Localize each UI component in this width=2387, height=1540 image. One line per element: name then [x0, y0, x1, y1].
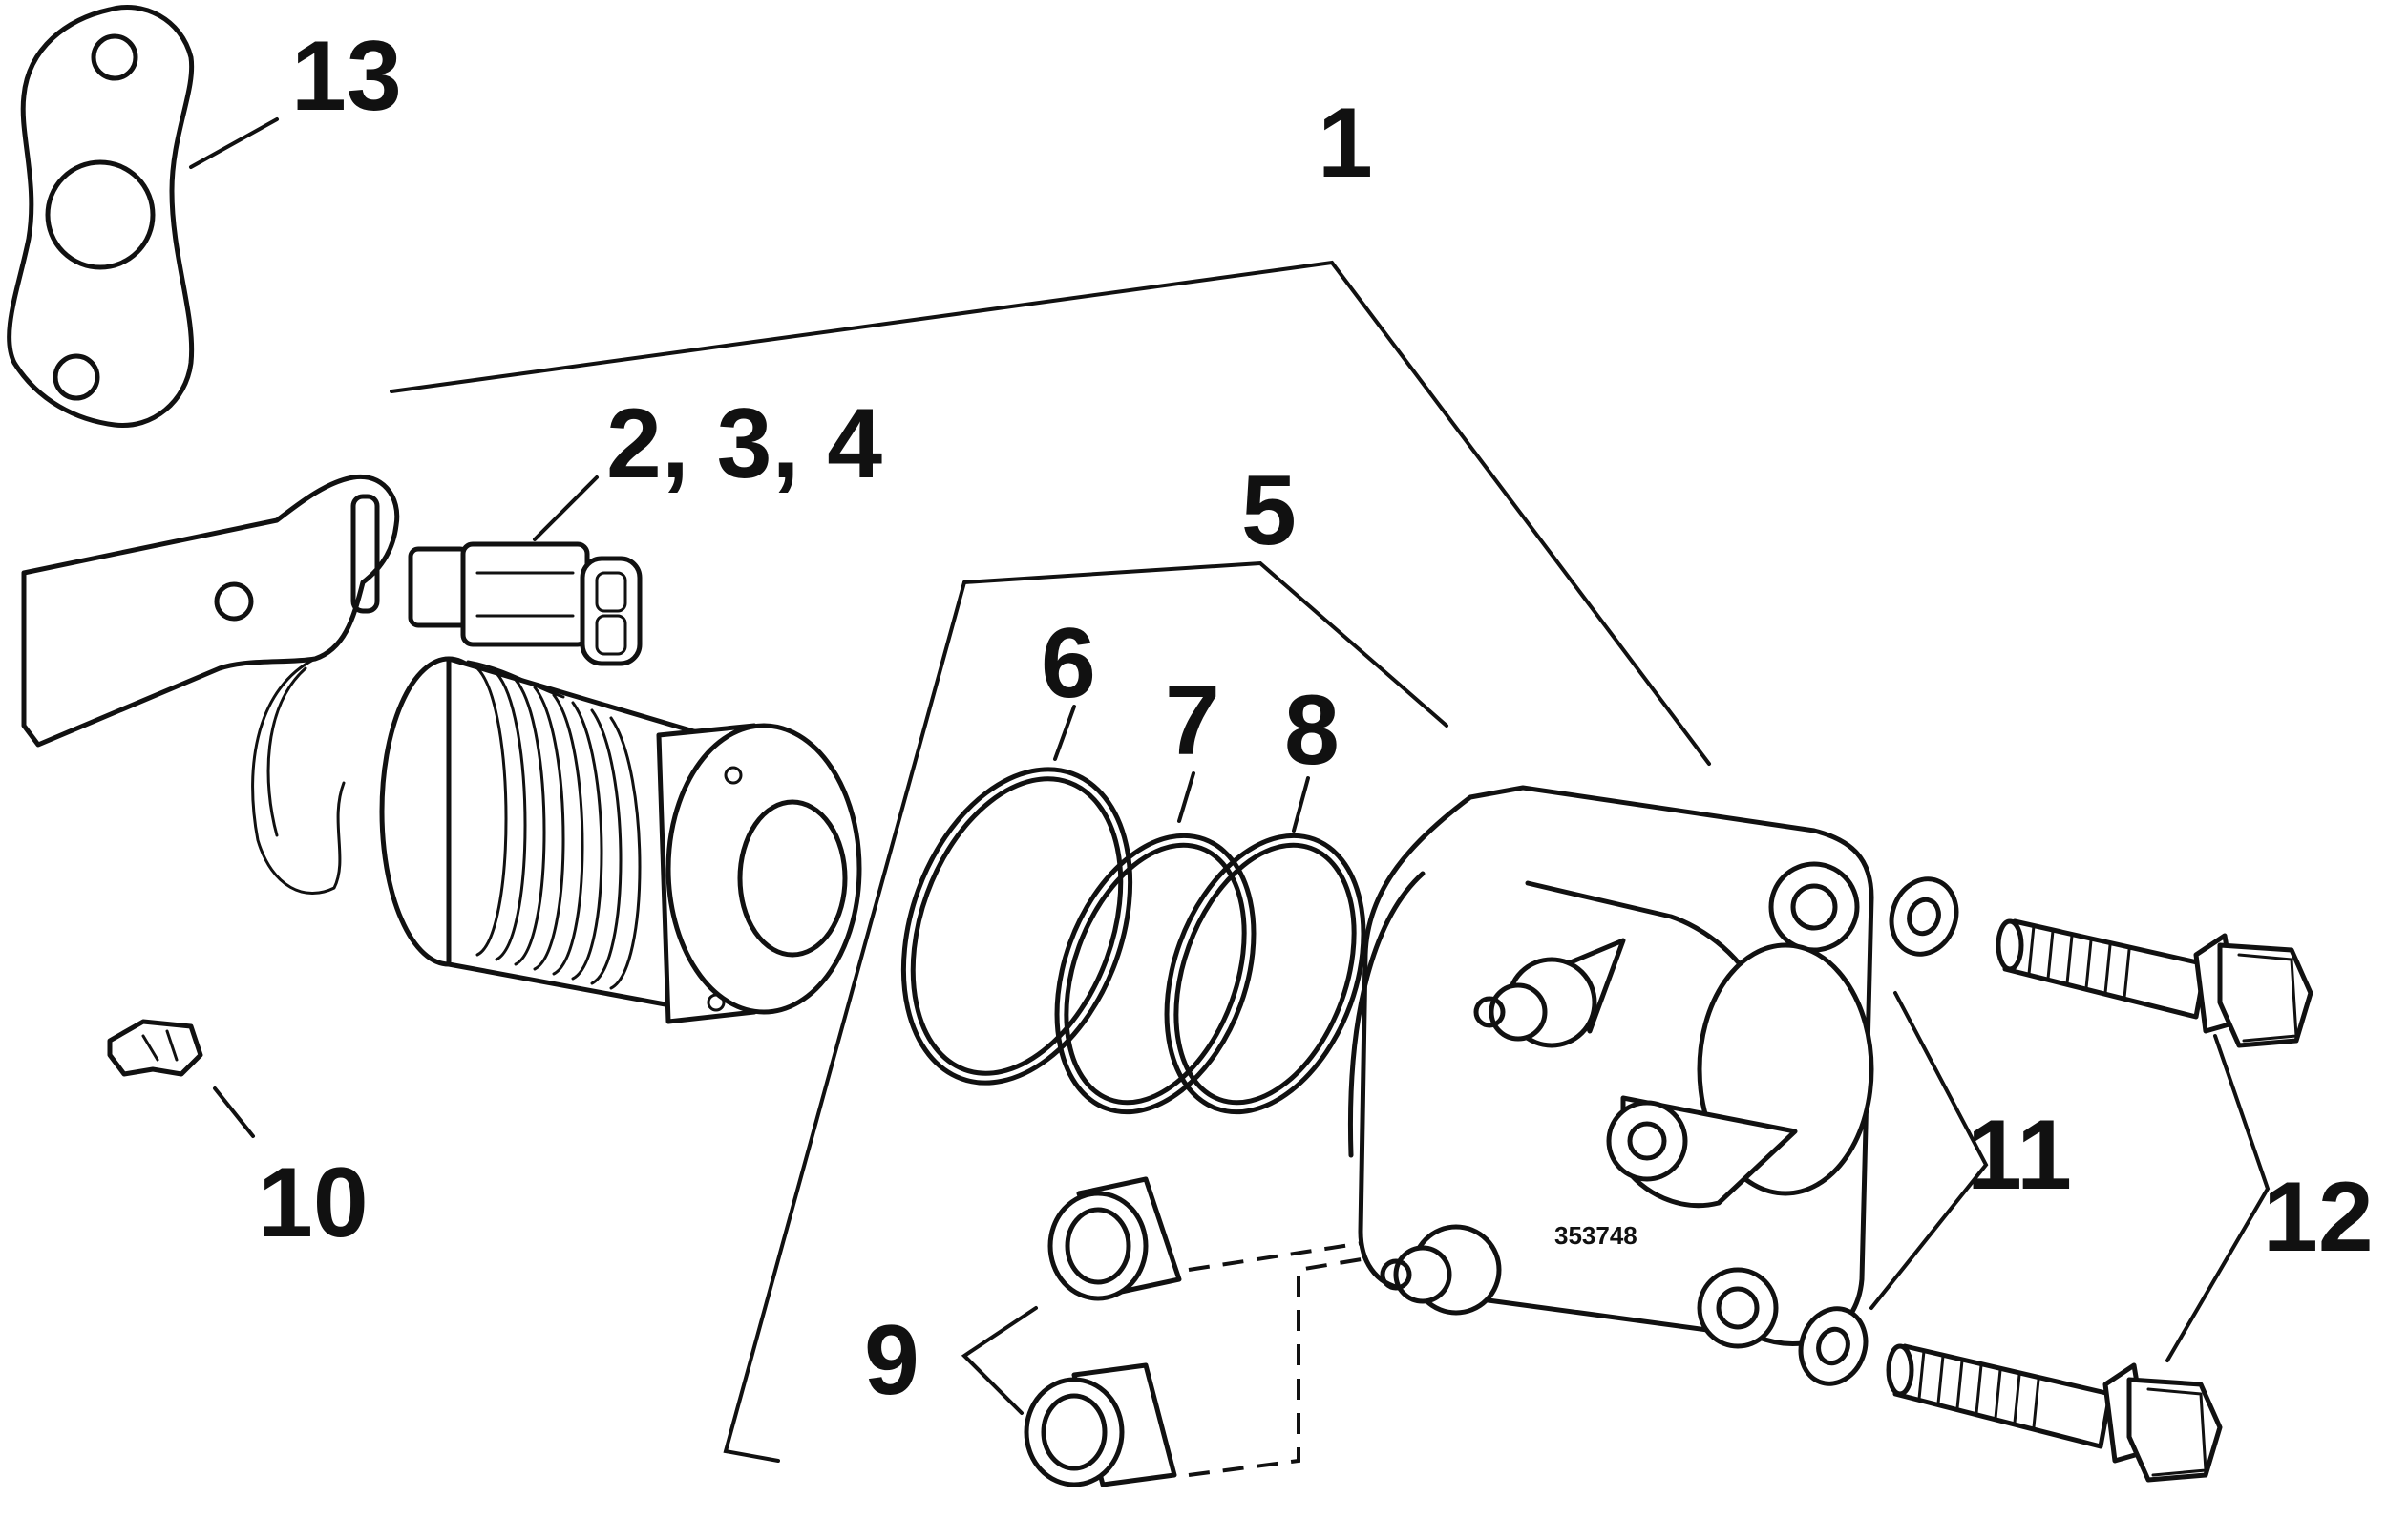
- leader-9: [961, 1306, 1038, 1415]
- leader-6: [1053, 705, 1076, 761]
- leader-8: [1292, 776, 1310, 833]
- callout-11: 11: [1967, 1100, 2072, 1211]
- coil-windings: [475, 666, 642, 990]
- washer-11-upper: [1889, 876, 1959, 957]
- callout-6: 6: [1041, 608, 1096, 719]
- dashed-guide-lower: [1188, 1249, 1414, 1477]
- leader-1: [390, 260, 1711, 766]
- leader-10: [213, 1086, 255, 1138]
- solenoid-assembly: [21, 474, 862, 1024]
- clip-10: [107, 1019, 203, 1077]
- washer-11-lower: [1798, 1306, 1869, 1386]
- part-number-label: 353748: [1554, 1221, 1637, 1250]
- pump-housing: 353748: [1347, 785, 1874, 1349]
- leader-11: [1869, 991, 1989, 1310]
- callout-9: 9: [864, 1305, 919, 1416]
- o-ring-7: [1054, 833, 1257, 1115]
- callout-7: 7: [1165, 665, 1220, 776]
- bushing-9-upper: [1047, 1176, 1182, 1301]
- callout-5: 5: [1241, 455, 1297, 566]
- bolt-12-upper: [1996, 918, 2313, 1048]
- bolt-12-lower: [1886, 1343, 2223, 1483]
- callout-12: 12: [2263, 1162, 2374, 1273]
- o-ring-8: [1164, 833, 1366, 1115]
- gasket-plate-13: [7, 4, 195, 429]
- o-ring-6: [900, 767, 1133, 1086]
- leader-5-left: [723, 580, 966, 1463]
- leader-13: [189, 117, 279, 169]
- callout-2-3-4: 2, 3, 4: [606, 389, 882, 499]
- callout-10: 10: [258, 1148, 369, 1258]
- callout-13: 13: [291, 21, 402, 132]
- bushing-9-lower: [1024, 1362, 1177, 1487]
- leader-234: [533, 475, 599, 541]
- callout-1: 1: [1318, 88, 1373, 199]
- leader-5: [962, 560, 1448, 728]
- leader-7: [1177, 771, 1195, 823]
- callout-8: 8: [1284, 675, 1340, 786]
- leader-12: [2165, 1034, 2271, 1362]
